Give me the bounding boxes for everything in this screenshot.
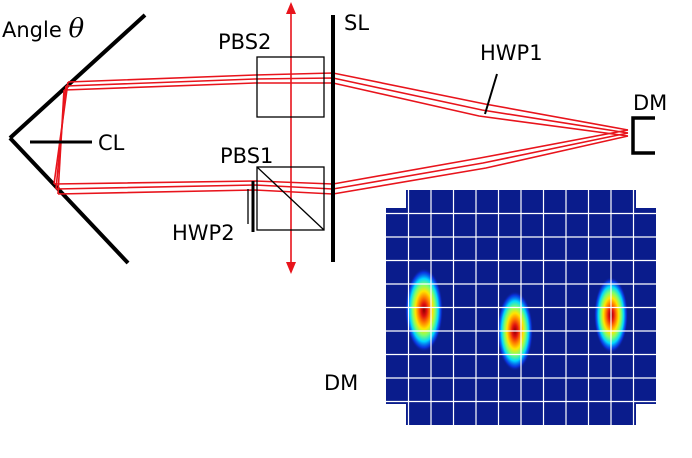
angled-mirrors	[8, 13, 147, 265]
pbs2-cube	[256, 56, 325, 118]
theta-symbol: θ	[68, 14, 84, 44]
hwp1-label: HWP1	[480, 41, 543, 65]
hwp2-plate	[247, 181, 255, 232]
pbs1-cube	[256, 166, 325, 231]
dm-spot-inset	[386, 190, 656, 425]
cl-label: CL	[98, 131, 125, 155]
vertical-beam	[286, 2, 296, 274]
spot-left	[405, 268, 443, 352]
lower-mirror	[8, 136, 130, 265]
dm-label-inset: DM	[324, 371, 358, 395]
deformable-mirror-icon	[631, 116, 655, 155]
upper-mirror	[8, 13, 147, 140]
hwp2-label: HWP2	[172, 221, 235, 245]
pbs1-label: PBS1	[220, 144, 273, 168]
beam-arrow-down-icon	[286, 262, 296, 274]
sl-label: SL	[344, 11, 369, 35]
dm-label-top: DM	[633, 91, 667, 115]
inset-grid	[386, 190, 656, 425]
hwp1-plate	[484, 73, 498, 115]
laser-beams	[53, 72, 629, 195]
pbs2-label: PBS2	[218, 30, 271, 54]
beam-arrow-up-icon	[286, 2, 296, 14]
angle-label: Angle θ	[2, 14, 84, 44]
